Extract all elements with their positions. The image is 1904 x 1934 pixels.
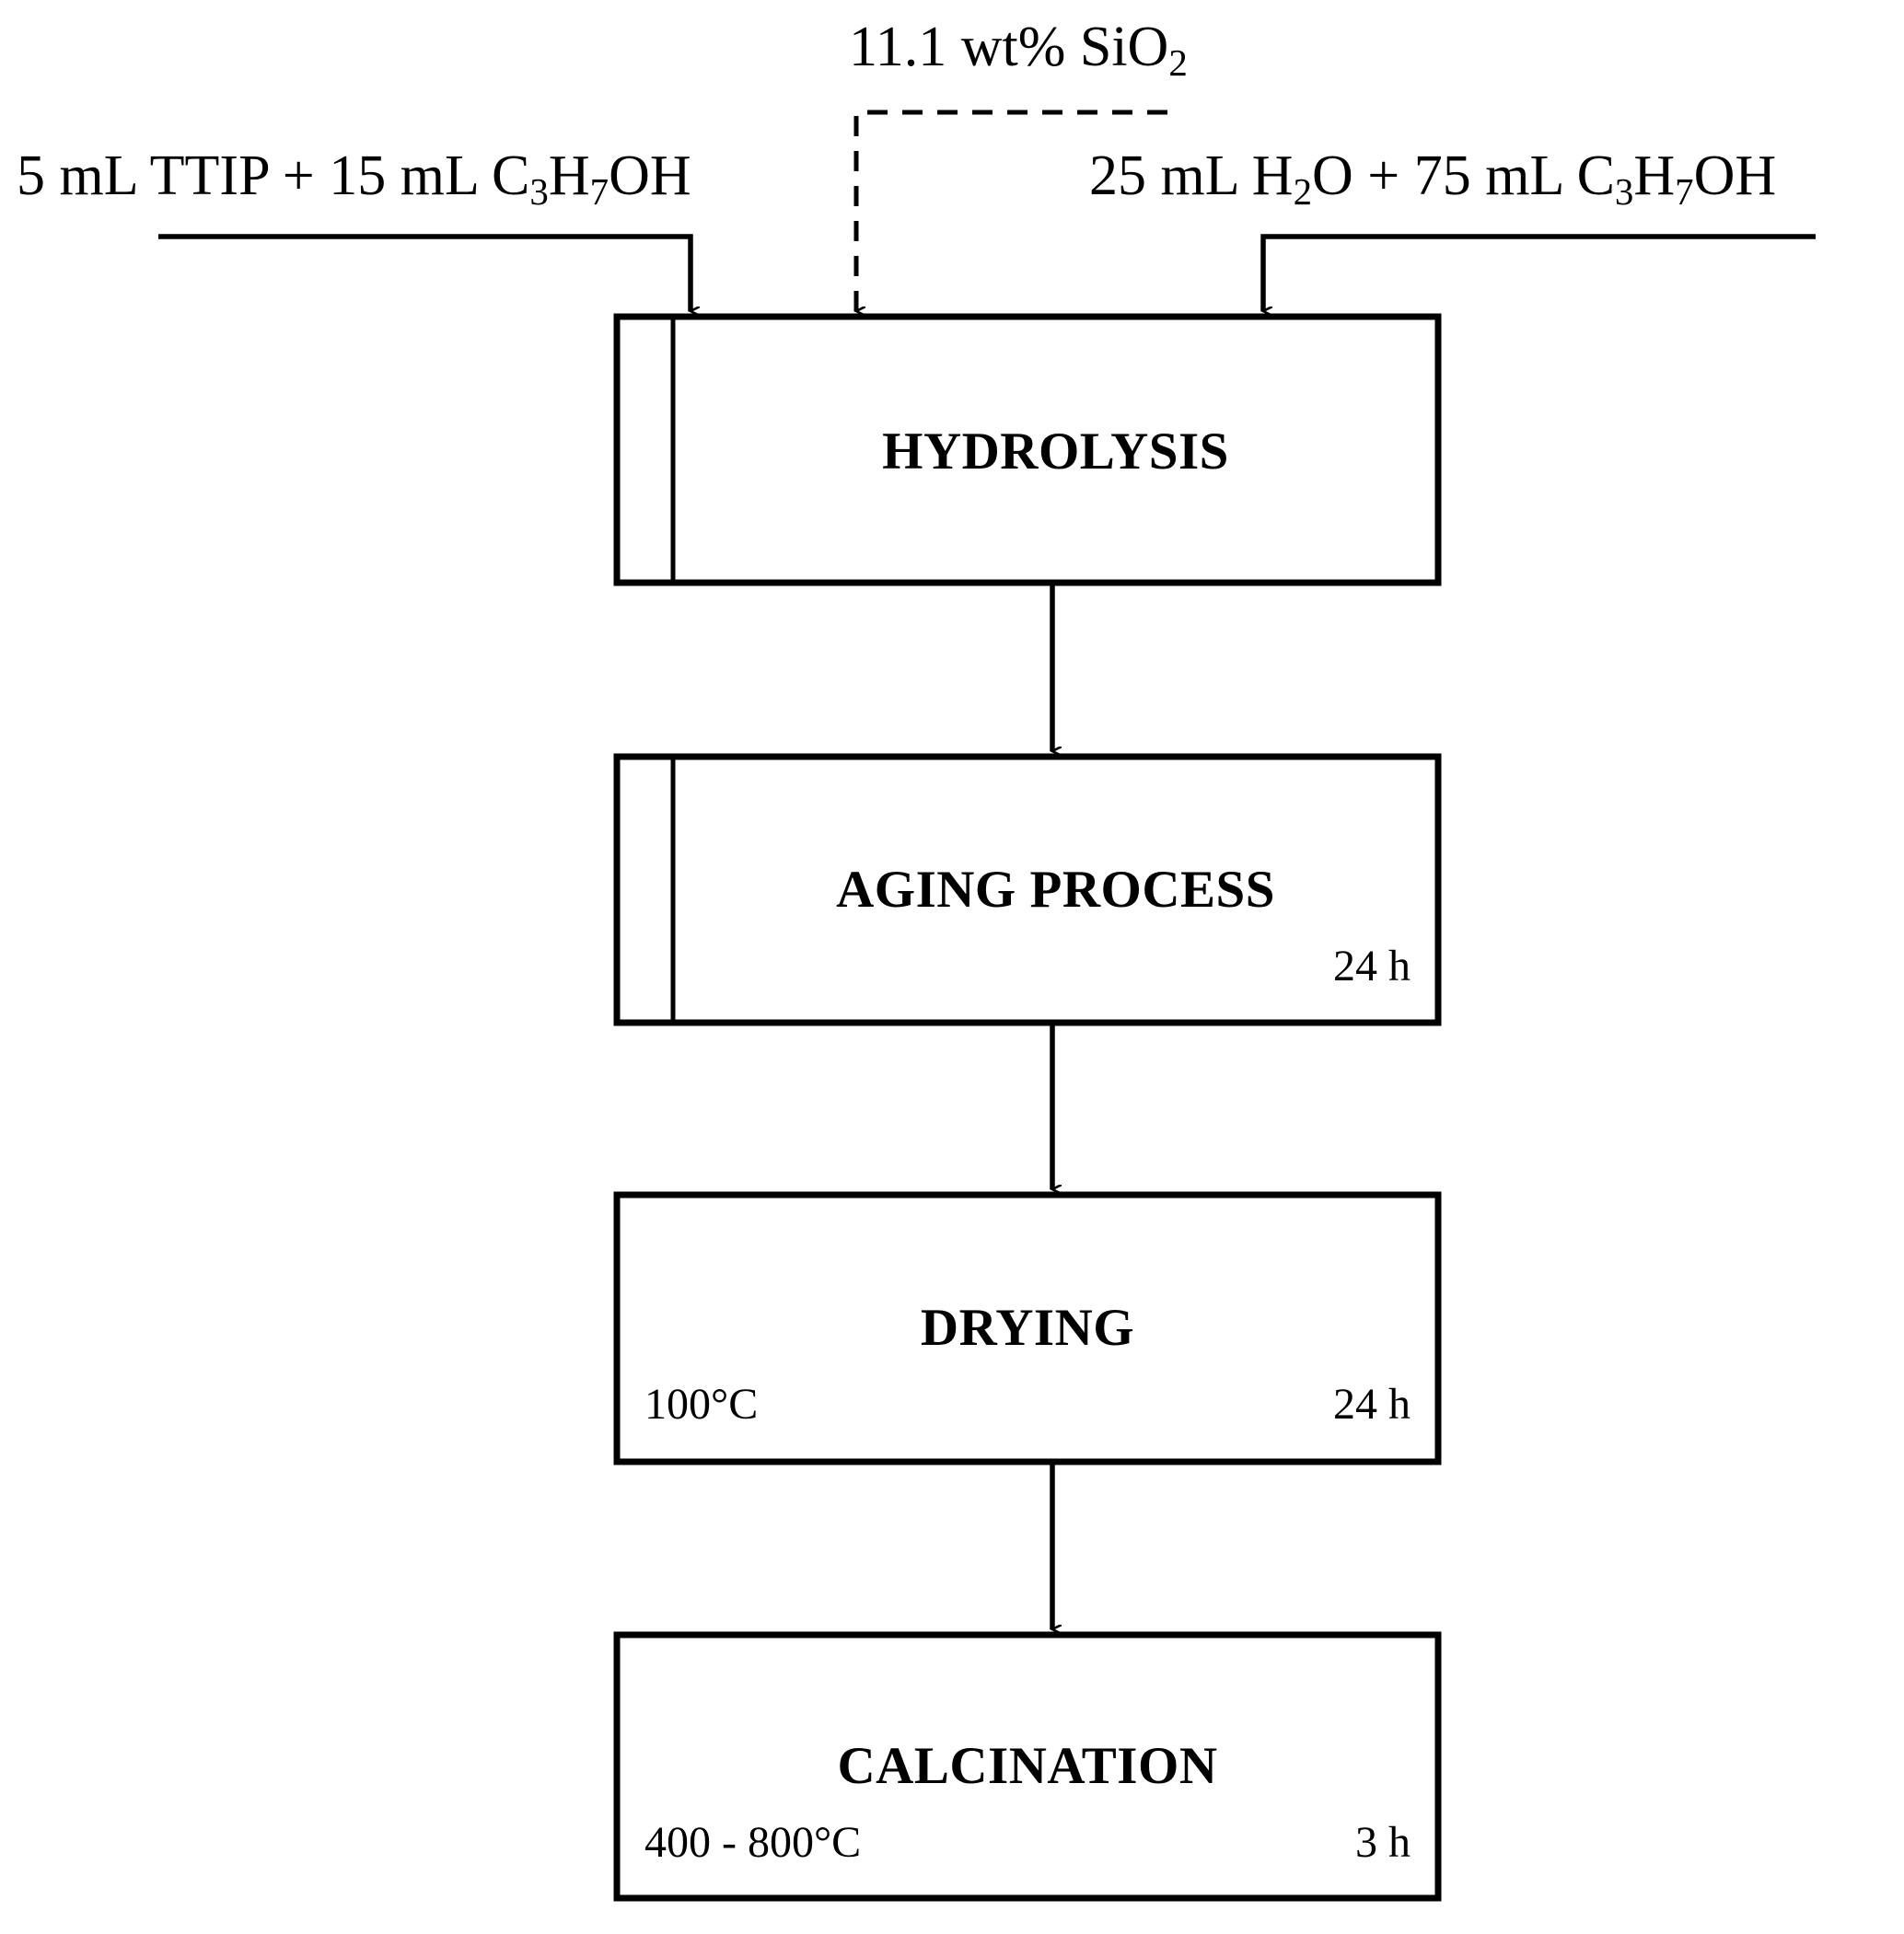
step-title-aging-process: AGING PROCESS: [836, 861, 1275, 919]
aqueous-feed-label: 25 mL H2O + 75 mL C3H7OH: [1089, 145, 1777, 214]
step-duration-calcination: 3 h: [1355, 1818, 1411, 1867]
step-box-calcination[interactable]: [613, 1631, 1442, 1902]
step-title-hydrolysis: HYDROLYSIS: [882, 423, 1229, 481]
step-duration-aging-process: 24 h: [1333, 942, 1411, 990]
step-title-drying: DRYING: [920, 1299, 1135, 1357]
step-duration-drying: 24 h: [1333, 1380, 1411, 1429]
precursor-feed-line: [158, 234, 691, 311]
step-box-aging-process[interactable]: [613, 753, 1442, 1026]
step-title-calcination: CALCINATION: [837, 1737, 1218, 1795]
dopant-label: 11.1 wt% SiO2: [849, 16, 1188, 85]
aqueous-feed-line: [1263, 234, 1816, 311]
step-temperature-calcination: 400 - 800°C: [644, 1818, 862, 1867]
step-temperature-drying: 100°C: [644, 1380, 759, 1429]
step-box-drying[interactable]: [613, 1191, 1442, 1465]
step-box-hydrolysis[interactable]: [613, 313, 1442, 586]
dopant-feed-line: [856, 110, 1167, 311]
precursor-feed-label: 5 mL TTIP + 15 mL C3H7OH: [17, 145, 691, 214]
